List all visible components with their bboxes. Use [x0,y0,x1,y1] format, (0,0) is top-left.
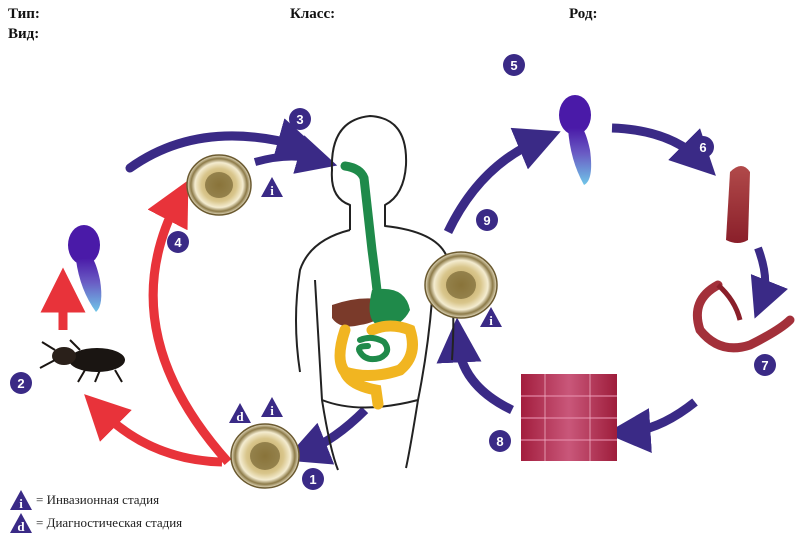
stage-badge-4: 4 [167,231,189,253]
arrow-proglottid-to-egg [436,317,514,415]
diagnostic-legend-icon: d [10,513,32,533]
class-label: Класс: [290,6,336,22]
egg-bottom [230,423,300,489]
stage-badge-6: 6 [692,136,714,158]
stage-badge-3: 3 [289,108,311,130]
infective-marker-1: i [261,177,283,198]
egg-center [424,251,498,319]
diagnostic-marker: d [229,403,251,424]
svg-text:4: 4 [174,235,182,250]
species-label: Вид: [8,26,40,42]
arrow-to-human-top [125,118,322,173]
svg-text:d: d [17,519,25,533]
svg-text:1: 1 [309,472,316,487]
arrow-egg-to-mouth [253,135,338,174]
cycle-arrows [40,118,788,467]
svg-text:2: 2 [17,376,24,391]
larva-left [68,225,102,312]
beetle [39,339,125,383]
infective-marker-2: i [480,307,502,328]
svg-text:i: i [19,496,23,510]
colon [334,320,418,410]
legend-diagnostic: d = Диагностическая стадия [10,513,182,533]
esophagus [340,161,383,305]
type-label: Тип: [8,6,40,22]
svg-text:i: i [489,313,493,328]
svg-text:d: d [236,409,244,424]
stage-badge-1: 1 [302,468,324,490]
svg-text:8: 8 [496,434,503,449]
small-intestine [356,334,391,363]
arrow-egg-to-larva [443,127,561,234]
stage-badge-7: 7 [754,354,776,376]
proglottid-image [521,374,617,461]
stage-badge-8: 8 [489,430,511,452]
svg-text:9: 9 [483,213,490,228]
adult-tapeworm [692,280,795,353]
stomach [369,288,410,326]
svg-text:i: i [270,183,274,198]
stage-badge-9: 9 [476,209,498,231]
stage-badge-5: 5 [503,54,525,76]
arrow-adult-to-proglottid [605,398,698,454]
stage-badge-2: 2 [10,372,32,394]
egg-top-left [186,154,252,216]
genus-label: Род: [569,6,598,22]
legend-diagnostic-text: = Диагностическая стадия [36,515,183,530]
scolex-strobila [726,166,750,243]
svg-text:5: 5 [510,58,517,73]
infective-marker-3: i [261,397,283,418]
arrow-scolex-to-adult [750,246,788,319]
arrow-red-to-beetle [84,394,223,467]
svg-text:7: 7 [761,358,768,373]
svg-text:i: i [270,403,274,418]
legend-infective: i = Инвазионная стадия [10,490,159,510]
arrow-colon-to-egg [284,406,369,465]
legend-infective-text: = Инвазионная стадия [36,492,160,507]
infective-legend-icon: i [10,490,32,510]
svg-text:6: 6 [699,140,706,155]
svg-text:3: 3 [296,112,303,127]
human-figure [295,115,455,471]
arrow-larva-to-cysticercoid [611,123,716,176]
arrow-red-up-to-egg [147,180,232,465]
larva-right [559,95,592,185]
